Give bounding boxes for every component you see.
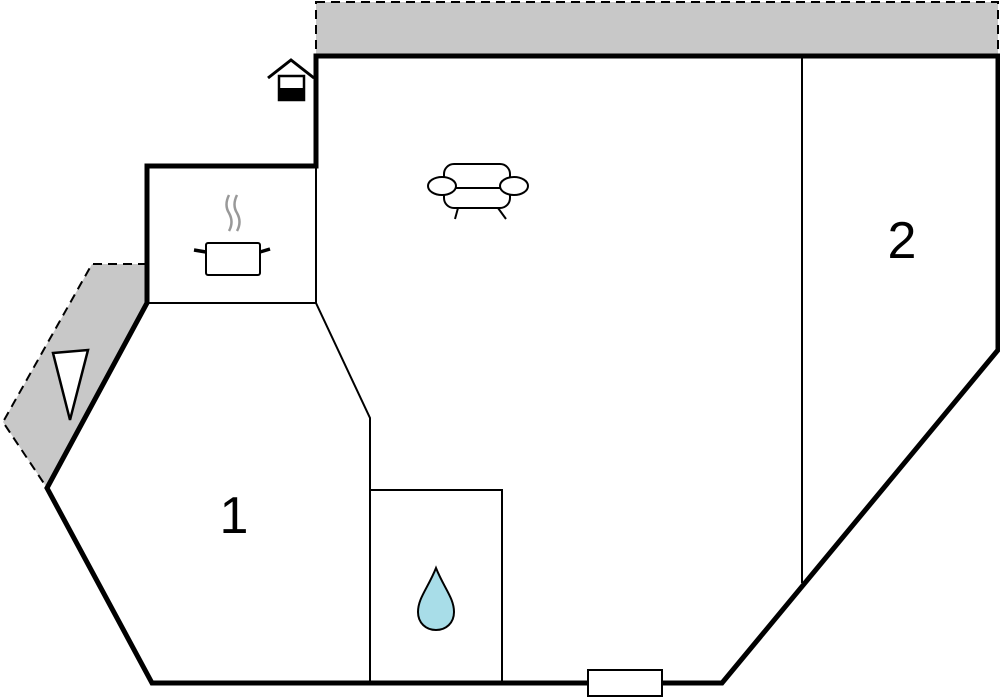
entrance-icon <box>267 58 315 102</box>
water-drop-icon <box>416 565 456 632</box>
triangle-marker-icon <box>51 348 90 421</box>
outer-wall <box>44 53 1000 686</box>
bathroom <box>369 489 503 684</box>
terrace-top <box>315 1 999 57</box>
room-label-1: 1 <box>220 487 249 545</box>
window <box>587 669 663 697</box>
room-1-wall <box>315 166 371 683</box>
sofa-icon <box>427 163 529 220</box>
room-label-2: 2 <box>888 212 917 270</box>
cooking-pot-icon <box>193 194 271 276</box>
